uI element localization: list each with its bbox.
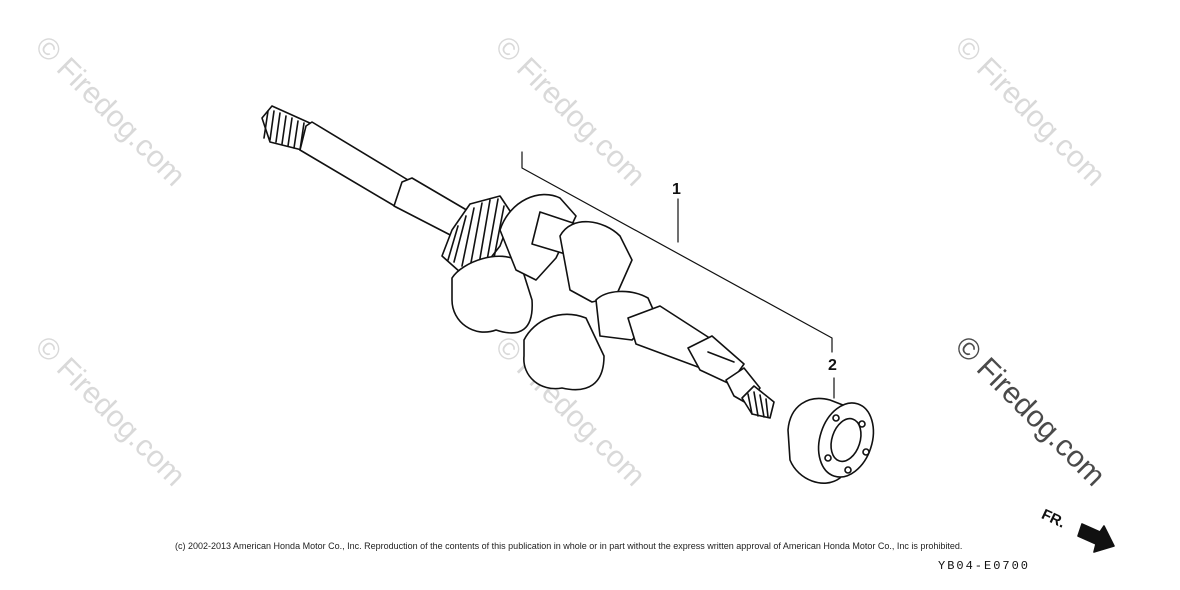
callout-lines	[521, 151, 835, 399]
direction-arrow-icon	[1077, 523, 1115, 553]
pto-threaded-end	[261, 105, 313, 151]
output-threaded-end	[741, 385, 775, 419]
ball-bearing	[787, 397, 875, 484]
copyright-notice: (c) 2002-2013 American Honda Motor Co., …	[175, 541, 963, 551]
figure-code: YB04-E0700	[938, 559, 1031, 573]
crank-web-right	[559, 220, 633, 303]
callout-part-2: 2	[828, 357, 837, 374]
crankshaft	[261, 105, 775, 419]
main-shaft	[299, 121, 409, 209]
callout-part-1: 1	[672, 181, 681, 198]
counterweight-left	[451, 255, 533, 334]
timing-gear	[441, 195, 513, 275]
counterweight-right	[523, 313, 605, 391]
